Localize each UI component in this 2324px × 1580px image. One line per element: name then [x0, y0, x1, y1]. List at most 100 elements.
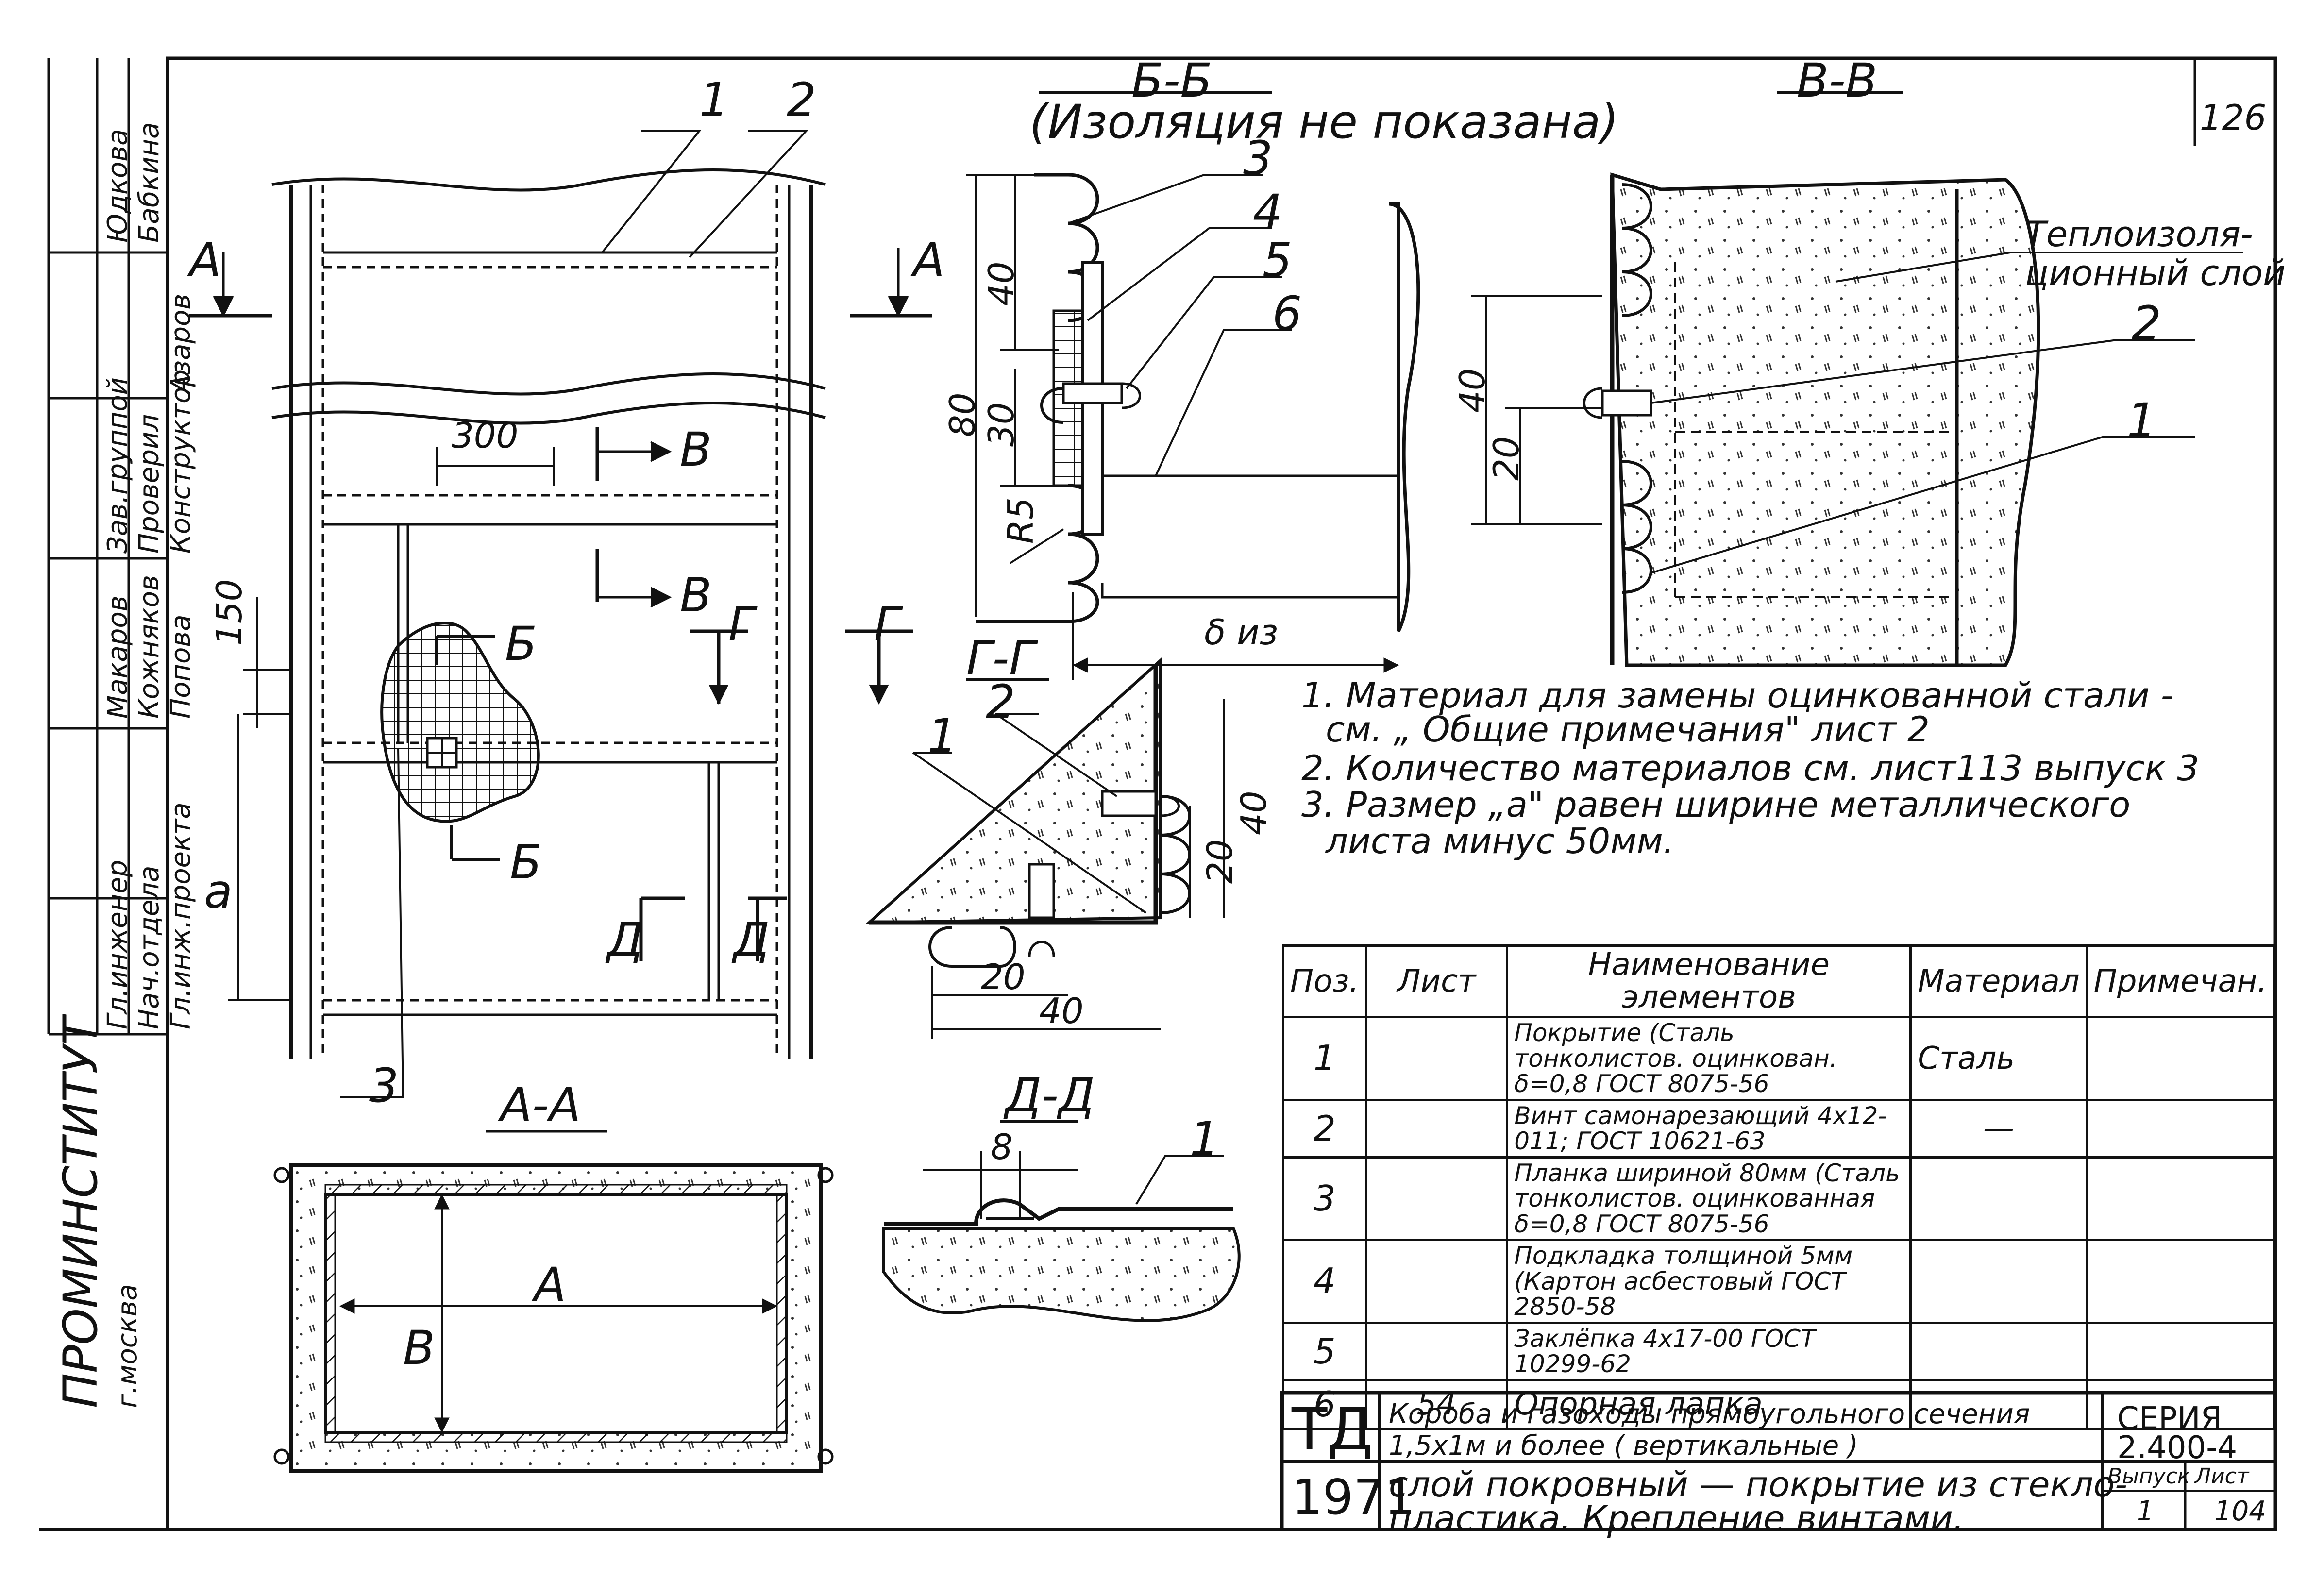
section-bb	[966, 91, 1420, 680]
vv-d40: 40	[1452, 368, 1493, 413]
tb-year: 1971	[1292, 1469, 1415, 1526]
cutaway-patch	[380, 622, 540, 861]
plan-view	[189, 130, 932, 1098]
cell-name: Планка шириной 80мм (Сталь тонколистов. …	[1506, 1156, 1912, 1242]
tb-issue-value: 1	[2137, 1496, 2154, 1527]
cut-v-top: В	[680, 422, 712, 477]
stamp-name2-2: Бабкина	[134, 122, 165, 243]
section-aa	[273, 1130, 834, 1473]
bb-p4: 4	[1253, 185, 1283, 239]
stamp-name2-1: Юдкова	[102, 129, 134, 243]
stamp-role-2: Нач.отдела	[134, 865, 165, 1029]
bb-d80: 80	[942, 392, 983, 437]
stamp-org: ПРОМИНСТИТУТ	[53, 1017, 108, 1408]
section-gg	[865, 657, 1225, 1039]
cell-sheet	[1364, 1098, 1509, 1159]
cell-note	[2085, 1098, 2276, 1159]
cell-pos: 3	[1282, 1156, 1367, 1242]
cell-note	[2085, 1016, 2276, 1101]
cell-note	[2085, 1321, 2276, 1381]
gg-d40v: 40	[1233, 790, 1274, 835]
table-row: 6 54 Опорная лапка	[1282, 1378, 2276, 1430]
bb-r5: R5	[1000, 497, 1041, 544]
dd-p1: 1	[1190, 1112, 1220, 1166]
gg-d20v: 20	[1199, 839, 1240, 884]
gg-p1: 1	[927, 709, 958, 763]
table-header-row: Поз. Лист Наименование элементов Материа…	[1282, 944, 2276, 1019]
stamp-role2-1: Зав.группой	[102, 377, 134, 554]
gg-p2: 2	[986, 675, 1016, 729]
bb-title: Б-Б	[1131, 53, 1213, 108]
stamp-name2-3: Азаров	[165, 293, 197, 393]
cell-pos: 2	[1282, 1098, 1367, 1159]
aa-dim-B: В	[403, 1321, 435, 1375]
cut-b-bottom: Б	[510, 835, 542, 890]
cell-material	[1909, 1321, 2088, 1381]
tb-title1: Короба и газоходы прямоугольного сечения	[1389, 1398, 2030, 1430]
vv-d20: 20	[1486, 436, 1527, 481]
cell-pos: 5	[1282, 1321, 1367, 1381]
dim-150: 150	[209, 579, 250, 646]
stamp-name-2: Кожняков	[134, 575, 165, 719]
cut-v-bottom: В	[680, 568, 712, 622]
bb-d30: 30	[981, 402, 1022, 447]
plan-pos2: 2	[787, 73, 817, 127]
cell-note	[2085, 1239, 2276, 1324]
cut-a-left: А	[189, 233, 221, 287]
table-row: 3 Планка шириной 80мм (Сталь тонколистов…	[1282, 1156, 2276, 1242]
cut-d-left: Д	[607, 913, 643, 967]
tb-title2: 1,5x1м и более ( вертикальные )	[1389, 1430, 1858, 1462]
cell-material	[1909, 1239, 2088, 1324]
cell-pos: 1	[1282, 1016, 1367, 1101]
bb-p5: 5	[1263, 233, 1293, 287]
stamp-role-3: Гл.инж.проекта	[165, 802, 197, 1029]
cell-material: Сталь	[1909, 1016, 2088, 1101]
cell-sheet	[1364, 1016, 1509, 1101]
vv-p1: 1	[2127, 393, 2157, 448]
dim-a: а	[204, 864, 233, 919]
header-sheet: Лист	[1364, 944, 1509, 1019]
gg-d40h: 40	[1039, 991, 1084, 1031]
vv-insulation-2: ционный слой	[2025, 252, 2286, 293]
stamp-name-1: Макаров	[102, 595, 134, 719]
section-dd	[882, 1120, 1241, 1322]
specification-table: Поз. Лист Наименование элементов Материа…	[1282, 944, 2276, 1430]
cell-pos: 6	[1282, 1378, 1367, 1430]
vv-insulation-1: Теплоизоля-	[2025, 214, 2253, 254]
left-stamp	[47, 58, 169, 1036]
aa-title: А-А	[500, 1078, 581, 1132]
table-row: 2 Винт самонарезающий 4x12-011; ГОСТ 106…	[1282, 1098, 2276, 1159]
stamp-city: г.москва	[112, 1284, 143, 1408]
tb-td: ТД	[1292, 1396, 1373, 1463]
tb-series-value: 2.400-4	[2117, 1430, 2238, 1466]
cell-note	[2085, 1378, 2276, 1430]
bb-p6: 6	[1272, 286, 1302, 341]
cell-name: Винт самонарезающий 4x12-011; ГОСТ 10621…	[1506, 1098, 1912, 1159]
table-row: 4 Подкладка толщиной 5мм (Картон асбесто…	[1282, 1239, 2276, 1324]
cell-sheet: 54	[1364, 1378, 1509, 1430]
cell-material	[1909, 1156, 2088, 1242]
plan-pos3: 3	[369, 1059, 399, 1113]
table-row: 5 Заклёпка 4x17-00 ГОСТ 10299-62	[1282, 1321, 2276, 1381]
dd-d8: 8	[991, 1126, 1013, 1167]
stamp-role-1: Гл.инженер	[102, 859, 134, 1029]
aa-dim-A: А	[534, 1258, 566, 1312]
cell-pos: 4	[1282, 1239, 1367, 1324]
tb-title4: пластика. Крепление винтами.	[1389, 1498, 1964, 1539]
note-1a: 1. Материал для замены оцинкованной стал…	[1301, 675, 2173, 716]
cell-name: Заклёпка 4x17-00 ГОСТ 10299-62	[1506, 1321, 1912, 1381]
cell-material	[1909, 1378, 2088, 1430]
cell-material: —	[1909, 1098, 2088, 1159]
vv-p2: 2	[2132, 296, 2162, 351]
tb-issue-label: Выпуск	[2107, 1464, 2190, 1489]
header-pos: Поз.	[1282, 944, 1367, 1019]
bb-subtitle: (Изоляция не показана)	[1029, 95, 1619, 149]
sheet-number: 126	[2200, 97, 2267, 138]
section-vv	[1471, 91, 2243, 667]
gg-d20h: 20	[981, 957, 1026, 997]
stamp-role2-2: Проверил	[134, 414, 165, 554]
tb-title3: слой покровный — покрытие из стекло-	[1389, 1464, 2128, 1505]
bb-delta: δ из	[1204, 612, 1279, 653]
bb-d40: 40	[981, 261, 1022, 306]
cell-sheet	[1364, 1321, 1509, 1381]
